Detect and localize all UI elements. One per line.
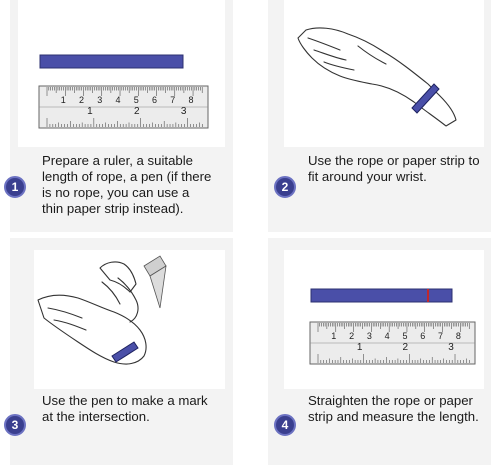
step-4-line: strip and measure the length. — [308, 409, 479, 424]
ruler-cm-label: 1 — [331, 331, 336, 341]
ruler-cm-label: 8 — [456, 331, 461, 341]
step-1-number-badge: 1 — [4, 176, 26, 198]
step-4-text: Straighten the rope or paper strip and m… — [308, 393, 493, 425]
ruler-cm-label: 6 — [420, 331, 425, 341]
step-4-line: Straighten the rope or paper — [308, 393, 473, 408]
step-2-text: Use the rope or paper strip to fit aroun… — [308, 153, 493, 185]
ruler-cm-label: 2 — [349, 331, 354, 341]
ruler-cm-label: 3 — [367, 331, 372, 341]
step-3-illustration — [37, 255, 167, 365]
ruler-inch-label: 3 — [448, 342, 454, 353]
ruler-cm-label: 8 — [189, 95, 194, 105]
step-4-number-badge: 4 — [274, 414, 296, 436]
step-card-2: Use the rope or paper strip to fit aroun… — [268, 0, 491, 232]
ruler-cm-label: 7 — [438, 331, 443, 341]
step-1-text: Prepare a ruler, a suitable length of ro… — [42, 153, 232, 217]
ruler-cm-label: 5 — [134, 95, 139, 105]
rope-strip — [39, 54, 184, 69]
step-2-number-badge: 2 — [274, 176, 296, 198]
ruler-inch-label: 3 — [181, 106, 187, 117]
step-2-illustration — [297, 27, 457, 127]
ruler-cm-label: 7 — [170, 95, 175, 105]
pen-icon — [143, 255, 167, 309]
ruler-cm-label: 3 — [97, 95, 102, 105]
ruler-cm-label: 4 — [385, 331, 390, 341]
step-3-number-badge: 3 — [4, 414, 26, 436]
step-2-line: Use the rope or paper strip to — [308, 153, 480, 168]
ruler-cm-label: 5 — [402, 331, 407, 341]
step-3-line: Use the pen to make a mark — [42, 393, 208, 408]
ruler-cm-label: 1 — [61, 95, 66, 105]
wrist-band — [111, 341, 139, 363]
ruler-inch-label: 2 — [134, 106, 140, 117]
hand-icon — [37, 261, 147, 365]
ruler-inch-label: 1 — [357, 342, 363, 353]
ruler-cm-label: 2 — [79, 95, 84, 105]
step-3-line: at the intersection. — [42, 409, 150, 424]
rope-strip — [310, 288, 453, 303]
step-1-line: Prepare a ruler, a suitable — [42, 153, 194, 168]
step-1-line: is no rope, you can use a — [42, 185, 190, 200]
ruler-inch-label: 1 — [87, 106, 93, 117]
ruler-cm-label: 6 — [152, 95, 157, 105]
wrist-band — [411, 83, 440, 114]
ruler-inch-label: 2 — [403, 342, 409, 353]
step-3-text: Use the pen to make a mark at the inters… — [42, 393, 232, 425]
step-card-3: Use the pen to make a mark at the inters… — [4, 238, 233, 465]
step-1-line: length of rope, a pen (if there — [42, 169, 212, 184]
ruler-cm-label: 4 — [116, 95, 121, 105]
open-hand-icon — [297, 27, 457, 127]
step-1-line: thin paper strip instead). — [42, 201, 184, 216]
step-4-illustration-area — [284, 250, 484, 389]
step-2-line: fit around your wrist. — [308, 169, 427, 184]
